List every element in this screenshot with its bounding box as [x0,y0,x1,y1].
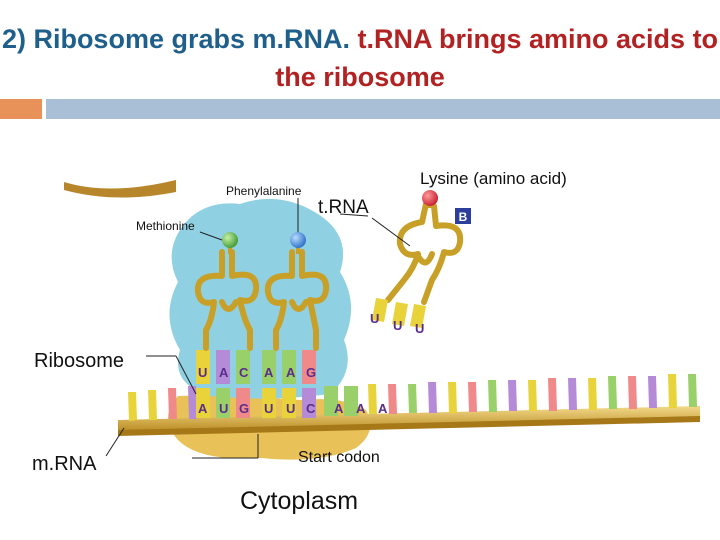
title-part-2: t.RNA brings amino acids to the ribosome [275,24,719,92]
bound-anticodon-letters: U A C A A G [198,365,316,380]
svg-text:U: U [415,321,424,336]
ribosome-label: Ribosome [34,350,124,372]
leader-lines [105,198,411,459]
accent-bar-blue [46,99,720,119]
svg-text:G: G [306,365,316,380]
svg-text:A: A [356,401,366,416]
methionine-sphere [222,232,238,248]
panel-badge [455,208,471,224]
mrna-label: m.RNA [32,453,97,475]
svg-text:C: C [306,401,316,416]
svg-text:U: U [370,311,379,326]
svg-text:A: A [334,401,344,416]
svg-text:A: A [219,365,229,380]
cytoplasm-label: Cytoplasm [240,487,358,515]
svg-text:U: U [286,401,295,416]
codon-bars-trna [196,350,316,384]
mrna-backbone [118,406,700,432]
lysine-sphere [422,190,438,206]
start-codon-label: Start codon [298,449,380,466]
page-title: 2) Ribosome grabs m.RNA. t.RNA brings am… [0,20,720,96]
svg-text:A: A [286,365,296,380]
svg-text:U: U [219,401,228,416]
svg-text:A: A [198,401,208,416]
trna-free-lysine [385,201,464,305]
methionine-label: Methionine [136,219,195,233]
title-part-1: 2) Ribosome grabs m.RNA. [1,24,350,54]
panel-badge-text: B [459,210,468,224]
codon-bars-mrna [196,386,358,418]
lysine-label: Lysine (amino acid) [420,169,567,188]
svg-text:U: U [198,365,207,380]
svg-text:G: G [239,401,249,416]
accent-bar-orange [0,99,42,119]
trna-methionine [194,249,260,351]
trna-label: t.RNA [318,197,369,218]
trna-phenylalanine [264,249,330,351]
phenylalanine-label: Phenylalanine [226,184,302,198]
svg-text:C: C [239,365,249,380]
mrna-codon-letters: A U G U U C A A A [198,401,388,416]
partial-structure [64,180,176,198]
svg-text:A: A [264,365,274,380]
free-anticodon-letters: U U U [370,311,424,336]
ribosome-large-subunit [169,198,352,399]
phenylalanine-sphere [290,232,306,248]
svg-text:A: A [378,401,388,416]
mrna-bases [128,374,697,421]
svg-text:U: U [264,401,273,416]
free-trna-anticodon-bars [372,298,426,328]
svg-text:U: U [393,318,402,333]
